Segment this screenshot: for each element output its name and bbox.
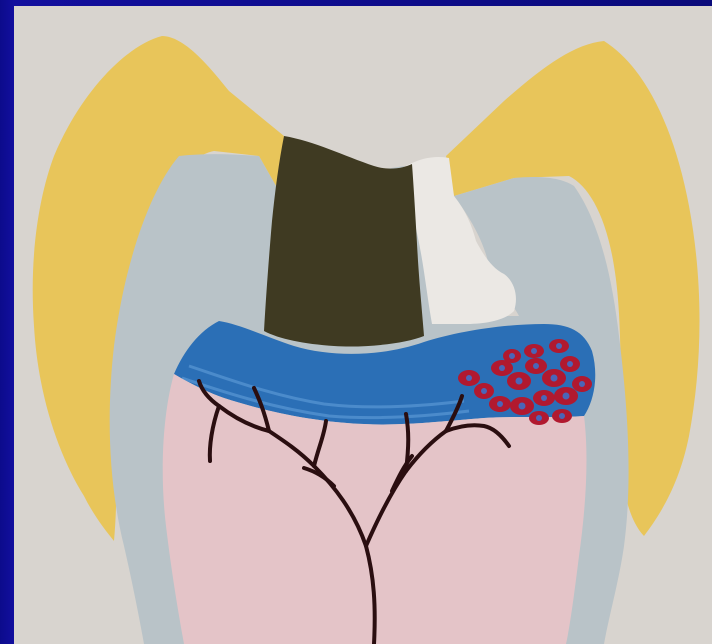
tooth-diagram-canvas	[14, 6, 712, 644]
tooth-cross-section-diagram	[14, 6, 712, 644]
